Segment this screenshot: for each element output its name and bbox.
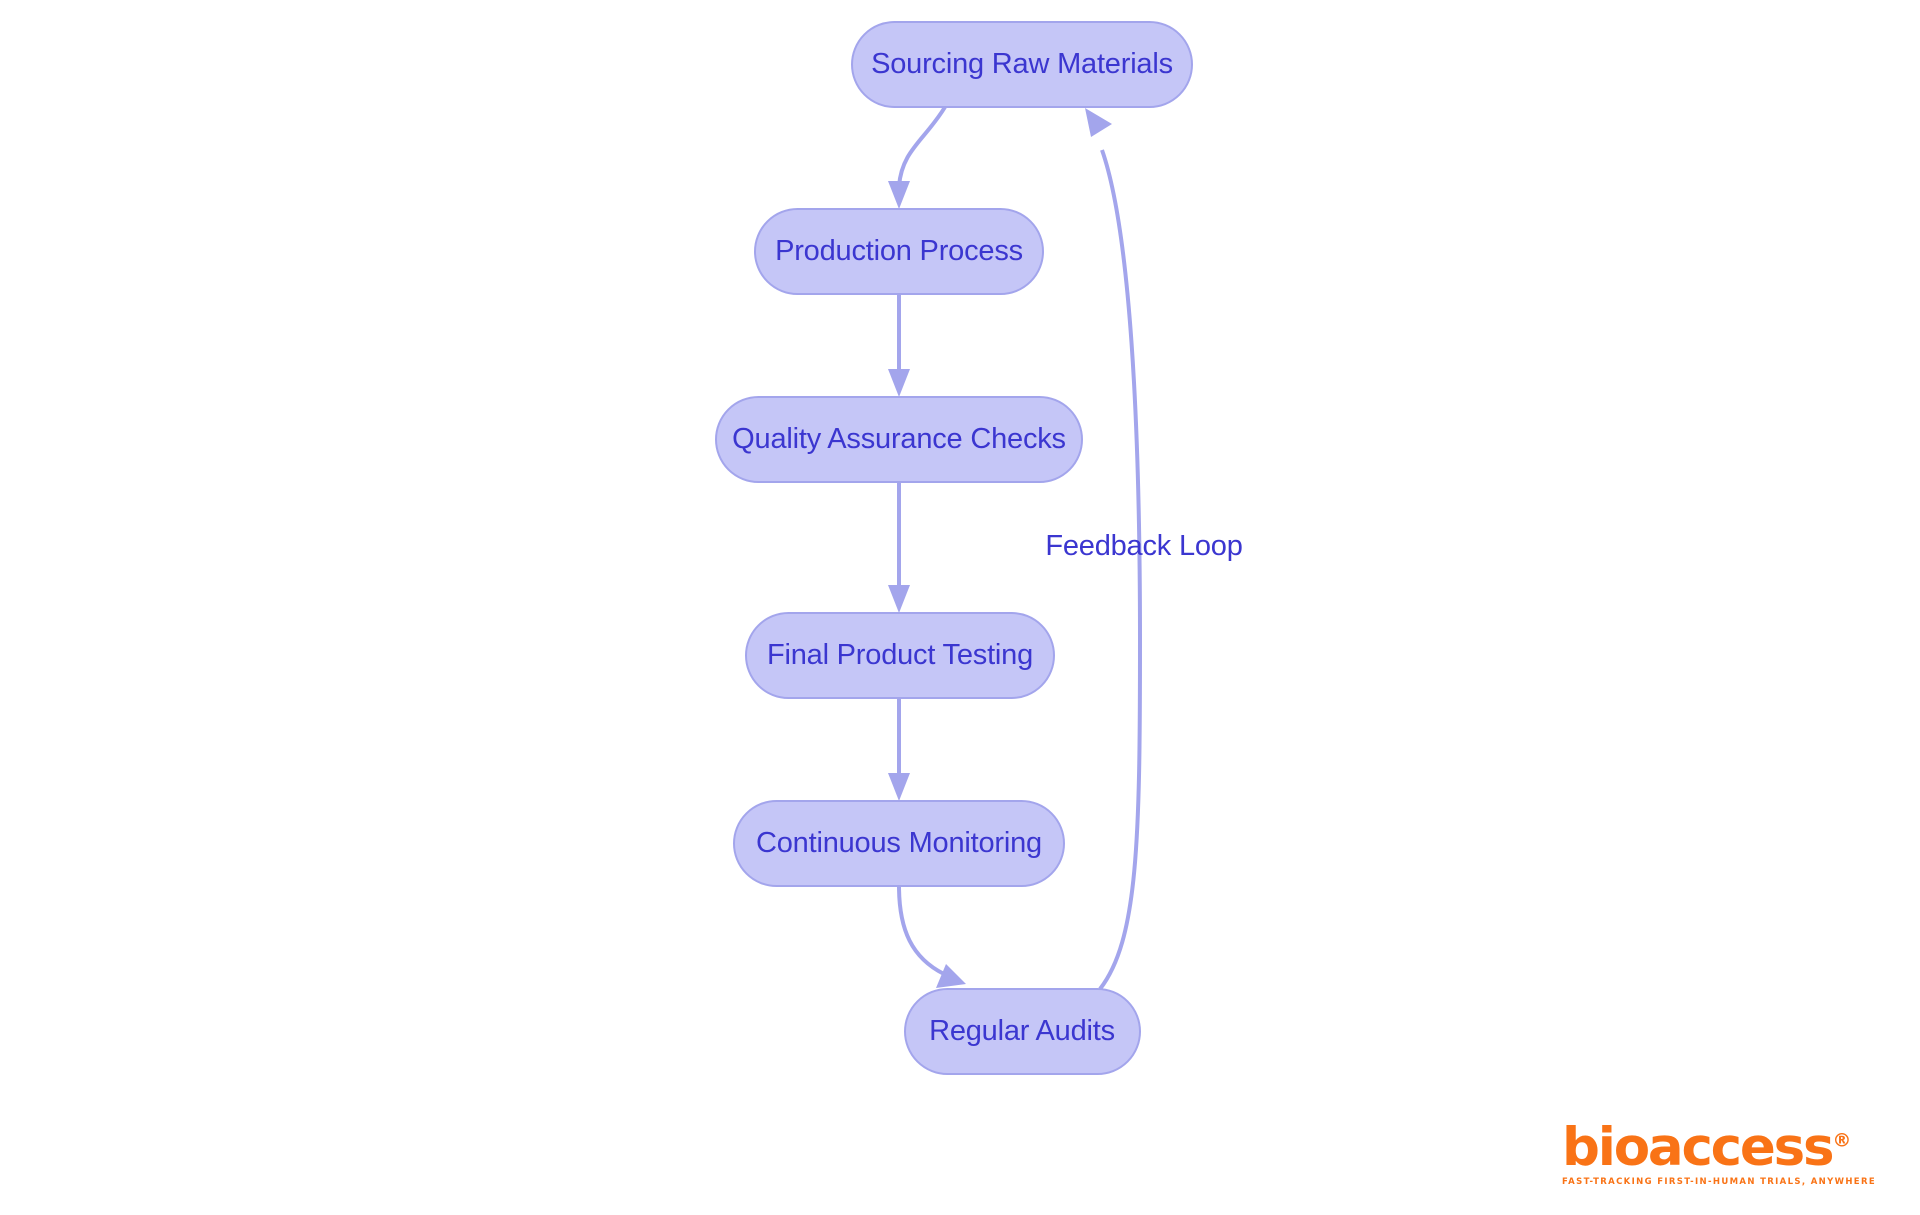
node-label: Regular Audits	[929, 1015, 1115, 1047]
edge-label-layer: Feedback Loop	[1045, 530, 1243, 562]
edge-path	[897, 885, 945, 976]
node-label: Sourcing Raw Materials	[871, 48, 1173, 80]
node-quality-assurance-checks[interactable]: Quality Assurance Checks	[715, 396, 1083, 483]
edge-monitoring-to-audits	[897, 885, 966, 988]
node-shape[interactable]	[754, 208, 1044, 295]
arrowhead-icon	[888, 181, 910, 209]
logo-wordmark-text: bioaccess	[1561, 1117, 1835, 1178]
edge-sourcing-to-production	[888, 105, 947, 209]
node-label: Final Product Testing	[767, 639, 1033, 671]
node-continuous-monitoring[interactable]: Continuous Monitoring	[733, 800, 1065, 887]
node-shape[interactable]	[904, 988, 1141, 1075]
edge-audits-to-sourcing-feedback	[1085, 108, 1143, 991]
node-production-process[interactable]: Production Process	[754, 208, 1044, 295]
node-layer: Sourcing Raw Materials Production Proces…	[715, 21, 1193, 1075]
arrowhead-icon	[888, 369, 910, 397]
edge-label-feedback-loop: Feedback Loop	[1045, 530, 1242, 562]
node-regular-audits[interactable]: Regular Audits	[904, 988, 1141, 1075]
node-shape[interactable]	[733, 800, 1065, 887]
node-shape[interactable]	[745, 612, 1055, 699]
edge-quality-to-testing	[888, 482, 910, 613]
arrowhead-icon	[888, 773, 910, 801]
edge-testing-to-monitoring	[888, 698, 910, 801]
node-label: Production Process	[775, 235, 1023, 267]
node-shape[interactable]	[715, 396, 1083, 483]
node-sourcing-raw-materials[interactable]: Sourcing Raw Materials	[851, 21, 1193, 108]
edge-path	[897, 105, 947, 187]
node-final-product-testing[interactable]: Final Product Testing	[745, 612, 1055, 699]
node-shape[interactable]	[851, 21, 1193, 108]
arrowhead-icon	[936, 964, 966, 988]
logo-tagline: FAST-TRACKING FIRST-IN-HUMAN TRIALS, ANY…	[1561, 1177, 1876, 1187]
node-label: Quality Assurance Checks	[732, 423, 1066, 455]
edge-production-to-quality	[888, 294, 910, 397]
registered-trademark-icon: ®	[1832, 1129, 1852, 1152]
node-label: Continuous Monitoring	[756, 827, 1042, 859]
edge-layer	[888, 105, 1143, 991]
arrowhead-icon	[1085, 108, 1112, 137]
arrowhead-icon	[888, 585, 910, 613]
logo-wordmark: bioaccess®	[1562, 1121, 1851, 1174]
edge-path	[1098, 149, 1143, 991]
bioaccess-logo: bioaccess® FAST-TRACKING FIRST-IN-HUMAN …	[1562, 1121, 1876, 1187]
